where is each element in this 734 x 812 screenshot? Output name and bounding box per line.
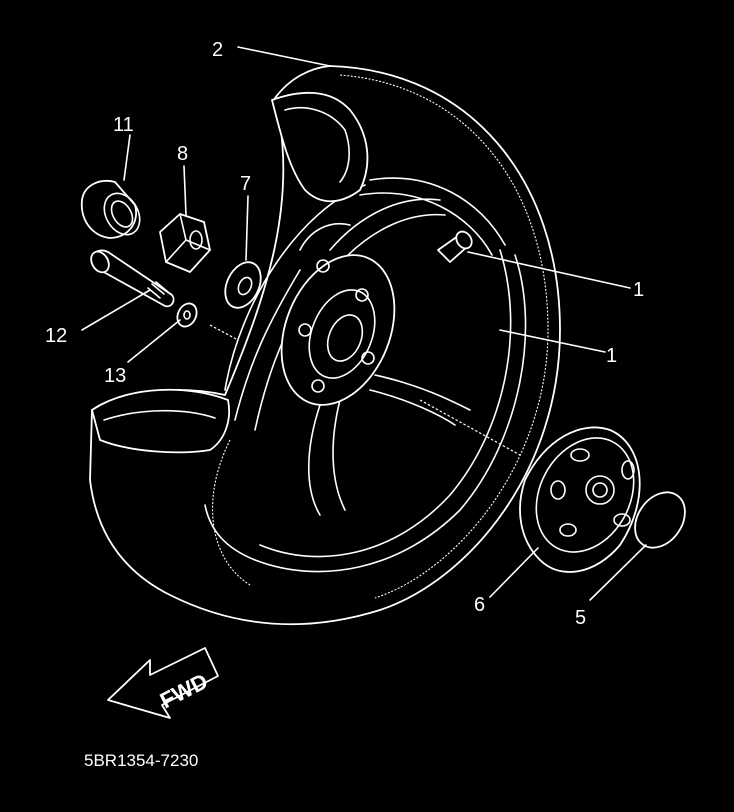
part-label-2: 2 bbox=[212, 39, 223, 61]
nut-part-8 bbox=[159, 213, 211, 273]
part-label-7: 7 bbox=[240, 173, 251, 195]
part-label-11: 11 bbox=[113, 114, 134, 136]
assembly-axis-line-2 bbox=[419, 399, 521, 456]
part-label-1-wheel: 1 bbox=[606, 345, 617, 367]
diagram-code: 5BR1354-7230 bbox=[84, 751, 198, 770]
part-label-5: 5 bbox=[575, 607, 586, 629]
washer-part-7 bbox=[224, 261, 262, 309]
forward-direction-arrow: FWD bbox=[107, 647, 219, 719]
part-label-13: 13 bbox=[104, 365, 126, 387]
washer-part-13 bbox=[176, 302, 198, 328]
assembly-axis-line bbox=[209, 324, 239, 341]
part-label-8: 8 bbox=[177, 143, 188, 165]
axle-bolt-part-12 bbox=[90, 249, 175, 308]
clutch-hub-part-6 bbox=[519, 426, 641, 573]
part-label-1-valve: 1 bbox=[633, 279, 644, 301]
part-label-12: 12 bbox=[45, 325, 67, 347]
part-label-6: 6 bbox=[474, 594, 485, 616]
collar-part-11 bbox=[80, 180, 141, 239]
leader-lines bbox=[81, 46, 647, 601]
valve-stem-part bbox=[437, 230, 473, 263]
wheel-hub-and-spokes bbox=[234, 198, 471, 516]
washer-part-5 bbox=[634, 491, 686, 549]
